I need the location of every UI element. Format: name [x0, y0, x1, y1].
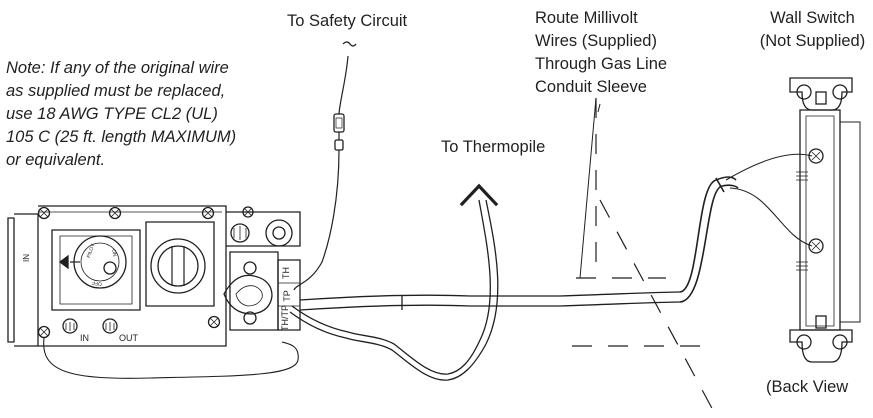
route-wires-label: Route Millivolt Wires (Supplied) Through… [535, 7, 667, 99]
control-knob-icon [58, 235, 127, 289]
note-line: use 18 AWG TYPE CL2 (UL) [6, 105, 218, 123]
knob-on-label: ON [110, 248, 118, 258]
thermopile-label: To Thermopile [441, 138, 546, 156]
valve-in-label: IN [80, 333, 89, 343]
note-line: Note: If any of the original wire [6, 59, 229, 77]
route-wires-line: Wires (Supplied) [535, 32, 657, 50]
route-wires-line: Through Gas Line [535, 55, 668, 73]
route-wires-line: Conduit Sleeve [535, 78, 647, 96]
safety-circuit-wire [293, 41, 357, 291]
terminal-thtp-label: TH/TP [280, 305, 290, 331]
note-line: or equivalent. [6, 151, 106, 169]
gas-valve [7, 205, 301, 379]
valve-out-label: OUT [119, 333, 138, 343]
safety-circuit-label: To Safety Circuit [287, 12, 408, 30]
replacement-note: Note: If any of the original wire as sup… [6, 57, 236, 172]
switch-screw-icon [796, 148, 824, 271]
wall-switch-label: Wall Switch (Not Supplied) [752, 7, 873, 53]
note-line: 105 C (25 ft. length MAXIMUM) [6, 128, 237, 146]
back-view-label: (Back View [766, 378, 849, 396]
wall-switch-line: Wall Switch [770, 9, 855, 27]
valve-inlet-label: IN [22, 254, 31, 262]
adjust-screw-icon [230, 206, 293, 247]
body-bolt-icon [37, 206, 221, 339]
conduit-sleeve [299, 97, 813, 413]
note-line: as supplied must be replaced, [6, 82, 226, 100]
terminal-nut-icon [223, 261, 273, 325]
route-wires-line: Route Millivolt [535, 9, 638, 27]
pressure-tap-icon [62, 318, 118, 334]
wall-switch [789, 77, 861, 363]
wall-switch-line: (Not Supplied) [759, 32, 866, 50]
thermopile-wire [289, 183, 499, 381]
regulator-cap-icon [150, 238, 206, 294]
terminal-tp-label: TP [281, 290, 292, 302]
terminal-th-label: TH [281, 267, 291, 279]
